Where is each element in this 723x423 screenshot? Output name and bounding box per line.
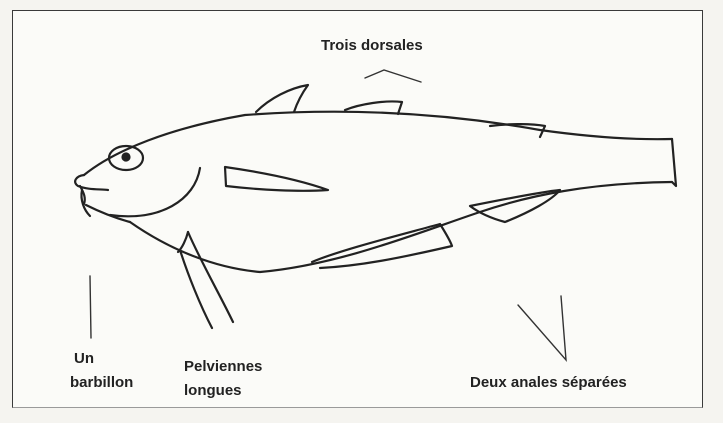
pectoral-fin	[225, 167, 328, 191]
barbel-label-line2: barbillon	[70, 372, 150, 393]
pelvic-fin-base	[178, 232, 188, 252]
first-dorsal-fin	[256, 85, 308, 112]
pelvic-label-line2: longues	[184, 380, 242, 401]
tail-fin	[672, 139, 676, 186]
dorsal-fins-label: Trois dorsales	[321, 35, 423, 56]
fish-body-top-outline	[84, 112, 672, 175]
barbel-label-line1: Un	[74, 348, 94, 369]
dorsal-pointer	[365, 70, 421, 82]
fish-body-bottom-outline	[130, 182, 672, 272]
barbel-pointer	[90, 276, 91, 338]
gill-cover	[110, 168, 200, 216]
pelvic-fin-back	[188, 232, 233, 322]
fish-chin	[86, 205, 130, 222]
anal-fins-label: Deux anales séparées	[470, 372, 627, 393]
anal-pointer	[518, 296, 566, 360]
fish-pupil	[123, 154, 130, 161]
pelvic-label-line1: Pelviennes	[184, 356, 262, 377]
